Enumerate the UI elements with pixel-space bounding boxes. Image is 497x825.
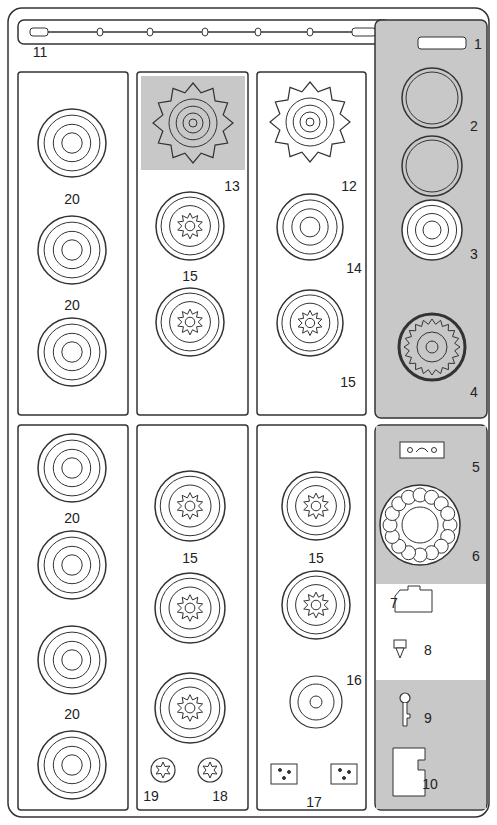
callout-number: 16 [346,672,362,688]
callout-number: 15 [182,268,198,284]
shaded-area [141,76,245,170]
compartment-shaded [375,20,487,418]
gear-part [153,83,233,163]
callout-number: 17 [306,794,322,810]
plate-part [395,586,432,612]
bracket-part [400,442,444,458]
ring-part [277,194,343,260]
callout-number: 4 [470,384,478,400]
clip-part [271,764,297,784]
callout-number: 6 [472,548,480,564]
small-wheel-part [198,758,222,782]
compartment [137,72,248,415]
plate-part [393,748,425,796]
ring-part [38,109,106,177]
wheel-part [156,192,224,260]
spiked-wheel-part [399,314,465,380]
screw-part [394,640,406,658]
callout-number: 20 [64,706,80,722]
ring-part [402,136,462,196]
wheel-part [155,471,225,541]
shaded-area [376,426,486,584]
callout-number: 14 [346,260,362,276]
compartment [375,425,487,810]
callout-number: 3 [470,246,478,262]
wheel-part [282,571,350,639]
ring-part [402,68,462,128]
ring-part [402,200,462,260]
compartment [18,72,128,415]
callout-number: 5 [472,459,480,475]
callout-number: 8 [424,642,432,658]
callout-number: 7 [390,595,398,611]
callout-number: 20 [64,191,80,207]
cable-bay [18,20,390,44]
callout-number: 19 [143,788,159,804]
compartment [257,72,366,415]
wheel-part [155,573,225,643]
compartment [18,425,128,810]
pad-part [418,37,466,49]
wheel-part [156,288,224,356]
callout-number: 15 [340,374,356,390]
callout-number: 12 [341,178,357,194]
callout-number: 18 [212,788,228,804]
small-wheel-part [151,758,175,782]
ring-part [38,318,106,386]
ring-part [38,434,106,502]
ring-part [38,626,106,694]
callout-number: 13 [224,178,240,194]
clip-part [331,764,357,784]
tray-outline [8,8,489,817]
callout-number: 11 [33,44,48,60]
cable-part [30,28,376,36]
shaded-area [376,680,486,809]
callout-number: 10 [422,776,438,792]
ring-part [38,731,106,799]
callout-number: 15 [182,550,198,566]
ring-part [38,216,106,284]
key-part [400,693,410,726]
gear-part [270,82,350,162]
compartment [257,425,366,810]
callout-number: 1 [474,36,482,52]
callout-number: 15 [308,550,324,566]
callout-number: 2 [470,118,478,134]
callout-number: 20 [64,510,80,526]
callout-number: 9 [424,710,432,726]
ring-part [38,531,106,599]
callout-number: 20 [64,297,80,313]
wheel-part [155,673,225,743]
wheel-part [282,472,350,540]
compartment [137,425,248,810]
ring-part [290,676,342,728]
wheel-part [277,290,343,356]
bead-ring-part [380,485,460,565]
